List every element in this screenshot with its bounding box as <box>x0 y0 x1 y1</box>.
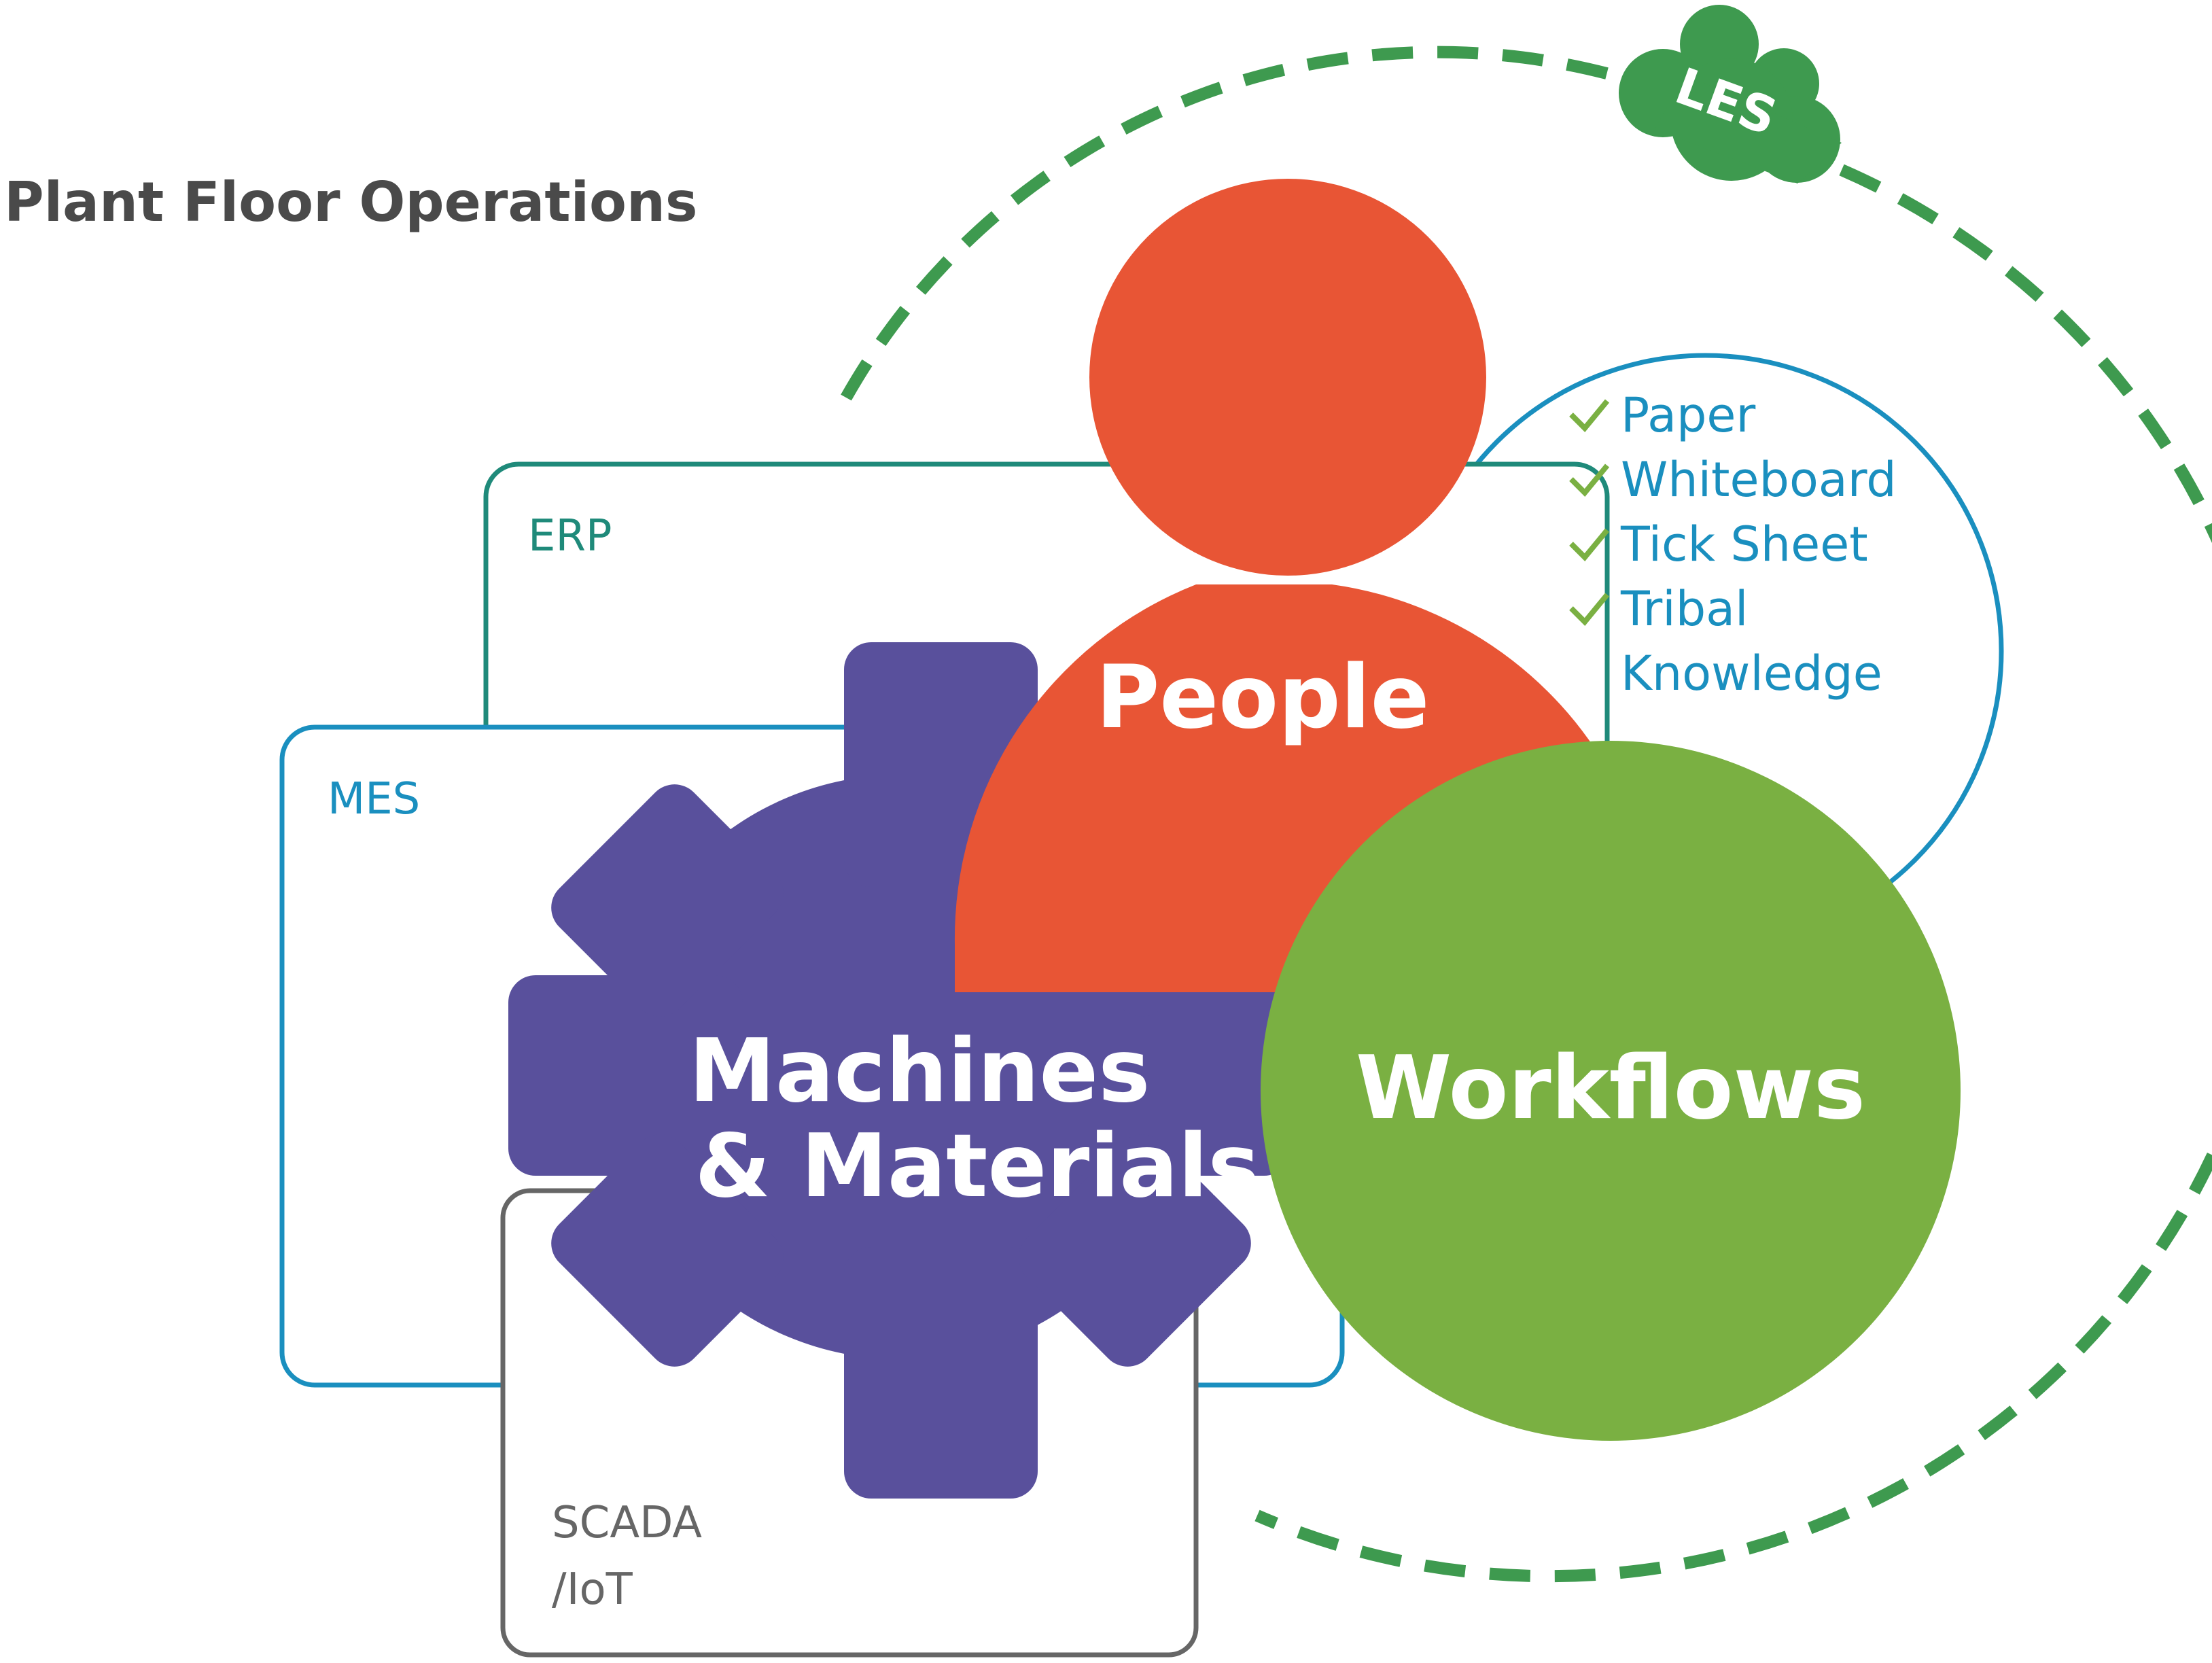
machines-label-line1: Machines <box>689 1021 1151 1122</box>
checklist-item: Tribal <box>1620 581 1748 637</box>
workflows-circle <box>1261 741 1961 1441</box>
page-title: Plant Floor Operations <box>4 171 698 234</box>
checklist-item: Paper <box>1621 387 1755 443</box>
scada-label-line2: /IoT <box>552 1564 633 1615</box>
checklist-item: Whiteboard <box>1621 452 1897 508</box>
checklist-item: Tick Sheet <box>1620 517 1868 572</box>
check-icon <box>1569 399 1610 432</box>
scada-label-line1: SCADA <box>552 1498 702 1548</box>
les-cloud-icon <box>1619 5 1842 183</box>
check-icon <box>1569 463 1610 497</box>
machines-label-line2: & Materials <box>695 1116 1259 1217</box>
erp-label: ERP <box>528 511 612 561</box>
check-icon <box>1569 593 1610 626</box>
check-icon <box>1569 528 1610 561</box>
mes-label: MES <box>328 774 420 824</box>
checklist-item: Knowledge <box>1621 646 1882 701</box>
people-label: People <box>1096 647 1430 748</box>
les-orbit <box>841 46 2212 1583</box>
workflows-label: Workflows <box>1356 1038 1865 1139</box>
checklist: Paper Whiteboard Tick Sheet Tribal Knowl… <box>1569 387 1897 701</box>
